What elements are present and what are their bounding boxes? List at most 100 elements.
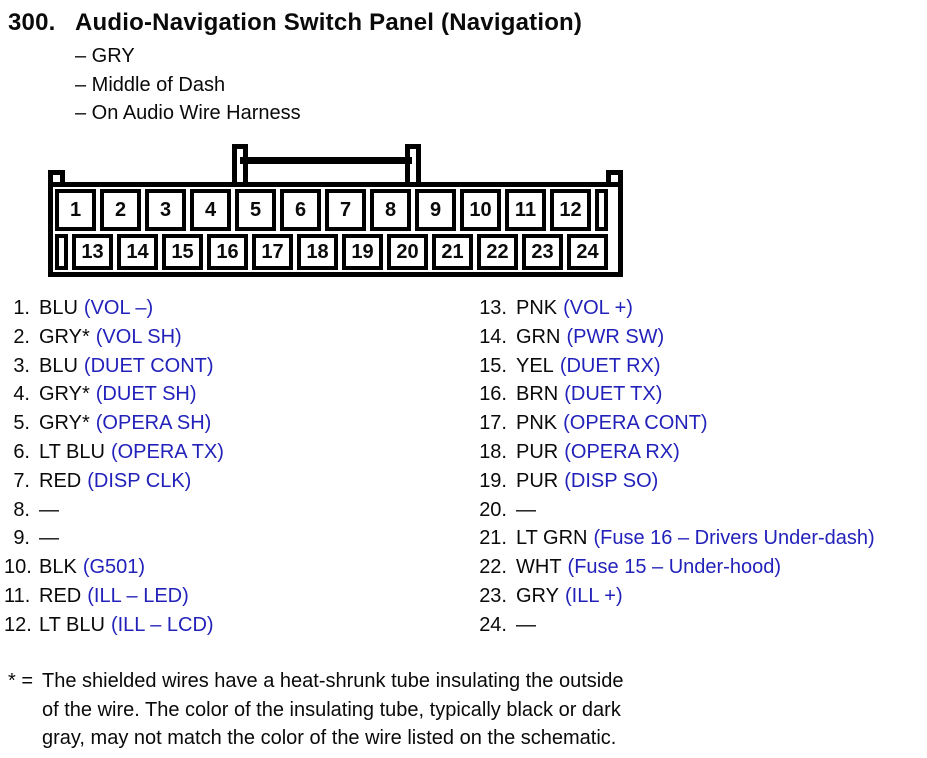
pin-list-row: 8.— <box>4 499 224 528</box>
connector-pin-cell: 23 <box>522 234 563 270</box>
connector-pin-cell: 11 <box>505 189 546 231</box>
pin-function: (Fuse 15 – Under-hood) <box>567 556 781 579</box>
connector-location-bullets: – GRY– Middle of Dash– On Audio Wire Har… <box>75 42 301 128</box>
wire-color: BRN <box>516 383 559 406</box>
pin-function: (OPERA TX) <box>110 440 224 463</box>
pin-list-row: 24. — <box>477 614 875 643</box>
pin-function: (G501) <box>82 556 146 579</box>
pin-list-row: 7. RED(DISP CLK) <box>4 470 224 499</box>
connector-blank-cell <box>595 189 608 231</box>
pin-number: 21. <box>479 527 507 550</box>
connector-pin-cell: 22 <box>477 234 518 270</box>
wire-color: PUR <box>516 440 559 463</box>
wire-color: GRN <box>516 325 561 348</box>
pin-list-row: 9. — <box>4 527 224 556</box>
pin-function: (VOL –) <box>83 297 154 319</box>
connector-pin-cell: 8 <box>370 189 411 231</box>
connector-pin-cell: 10 <box>460 189 501 231</box>
pin-list-row: 21.LT GRN(Fuse 16 – Drivers Under-dash) <box>477 527 875 556</box>
pin-list-row: 3.BLU(DUET CONT) <box>4 355 224 384</box>
wire-color: LT BLU <box>39 613 105 636</box>
pin-function: (DUET RX) <box>559 354 661 377</box>
pin-number: 10. <box>4 556 32 579</box>
page-title-text: Audio-Navigation Switch Panel (Navigatio… <box>75 9 583 36</box>
wire-color: GRY* <box>39 383 90 406</box>
wire-color: GRY* <box>39 325 90 348</box>
wire-color: — <box>516 498 536 521</box>
pin-function: (DUET SH) <box>95 383 197 406</box>
pin-number: 12. <box>4 613 32 636</box>
connector-blank-cell <box>55 234 68 270</box>
pin-number: 23. <box>479 584 507 607</box>
connector-pin-cell: 19 <box>342 234 383 270</box>
footnote-line: The shielded wires have a heat-shrunk tu… <box>42 670 624 692</box>
connector-pin-cell: 4 <box>190 189 231 231</box>
connector-pin-cell: 9 <box>415 189 456 231</box>
shielded-wire-footnote: * = The shielded wires have a heat-shrun… <box>8 667 623 753</box>
footnote-text: The shielded wires have a heat-shrunk tu… <box>42 667 623 753</box>
pin-list-row: 10.BLK(G501) <box>4 556 224 585</box>
connector-pin-cell: 15 <box>162 234 203 270</box>
pin-list-row: 23.GRY(ILL +) <box>477 585 875 614</box>
pin-list-row: 16.BRN(DUET TX) <box>477 383 875 412</box>
pin-function: (DISP CLK) <box>87 469 192 492</box>
pin-list-row: 5.GRY*(OPERA SH) <box>4 412 224 441</box>
pin-number: 1. <box>13 297 30 319</box>
location-bullet: – GRY <box>75 45 135 67</box>
pin-number: 2. <box>13 325 30 348</box>
pin-number: 3. <box>13 354 30 377</box>
wire-color: — <box>39 498 59 521</box>
footnote-marker: * = <box>8 670 34 692</box>
pin-list-row: 6.LT BLU(OPERA TX) <box>4 441 224 470</box>
wire-color: PNK <box>516 297 558 319</box>
pin-number: 5. <box>13 412 30 435</box>
pin-function: (DISP SO) <box>564 469 659 492</box>
connector-pin-cell: 3 <box>145 189 186 231</box>
pin-number: 9. <box>13 527 30 550</box>
pin-number: 7. <box>13 469 30 492</box>
connector-pin-cell: 14 <box>117 234 158 270</box>
connector-pin-cell: 7 <box>325 189 366 231</box>
pin-function: (Fuse 16 – Drivers Under-dash) <box>593 527 875 550</box>
connector-pin-cell: 6 <box>280 189 321 231</box>
connector-notch-left <box>48 170 65 182</box>
pin-list-right-column: 13.PNK(VOL +)14.GRN(PWR SW)15.YEL(DUET R… <box>477 297 875 643</box>
wire-color: — <box>39 527 59 550</box>
pin-list-row: 1.BLU(VOL –) <box>4 297 224 326</box>
location-bullet: – On Audio Wire Harness <box>75 102 301 125</box>
pin-number: 18. <box>479 440 507 463</box>
pin-function: (OPERA CONT) <box>563 412 708 435</box>
wire-color: PNK <box>516 412 558 435</box>
pin-list-row: 19.PUR(DISP SO) <box>477 470 875 499</box>
pin-list-row: 22.WHT(Fuse 15 – Under-hood) <box>477 556 875 585</box>
connector-pin-cell: 12 <box>550 189 591 231</box>
pin-list-row: 4. GRY*(DUET SH) <box>4 383 224 412</box>
pin-list-row: 14.GRN(PWR SW) <box>477 326 875 355</box>
connector-pin-cell: 17 <box>252 234 293 270</box>
wire-color: GRY <box>516 584 559 607</box>
pin-number: 15. <box>479 354 507 377</box>
pin-function: (OPERA SH) <box>95 412 212 435</box>
connector-pin-cell: 21 <box>432 234 473 270</box>
wire-color: — <box>516 613 536 636</box>
connector-pin-cell: 24 <box>567 234 608 270</box>
pin-number: 20. <box>479 498 507 521</box>
pin-function: (VOL SH) <box>95 325 182 348</box>
pin-list-row: 18.PUR(OPERA RX) <box>477 441 875 470</box>
pin-list-row: 15.YEL(DUET RX) <box>477 355 875 384</box>
pin-list-row: 12.LT BLU(ILL – LCD) <box>4 614 224 643</box>
footnote-line: gray, may not match the color of the wir… <box>42 727 617 749</box>
pin-number: 11. <box>4 584 31 607</box>
wire-color: RED <box>39 469 82 492</box>
connector-notch-right <box>606 170 623 182</box>
pin-number: 4. <box>13 383 30 406</box>
wire-color: RED <box>39 584 82 607</box>
connector-pin-cell: 20 <box>387 234 428 270</box>
pin-number: 24. <box>479 613 507 636</box>
pin-list-row: 13. PNK(VOL +) <box>477 297 875 326</box>
pin-function: (VOL +) <box>563 297 633 319</box>
pin-list-row: 17.PNK(OPERA CONT) <box>477 412 875 441</box>
pin-number: 13. <box>479 297 507 319</box>
